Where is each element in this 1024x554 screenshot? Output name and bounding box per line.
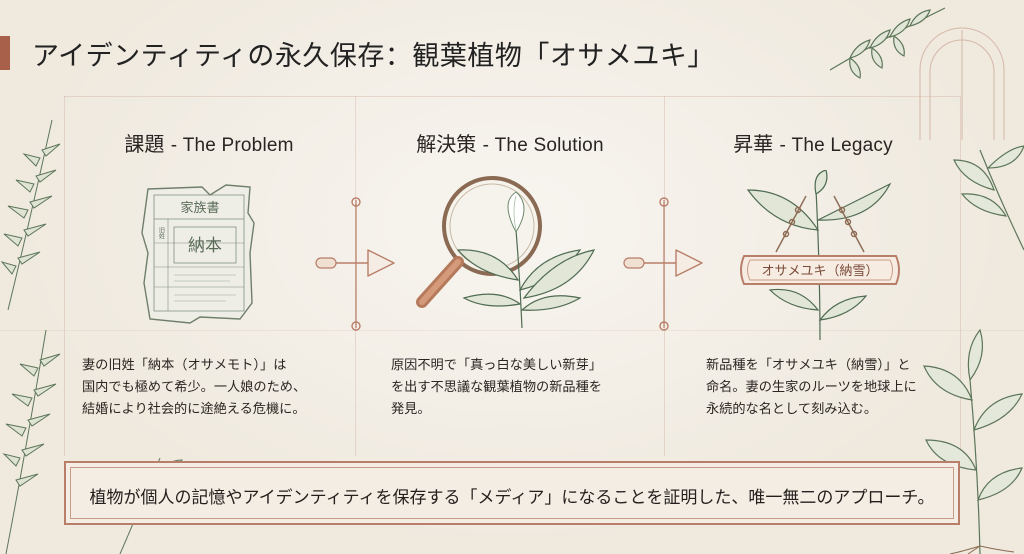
problem-heading-jp: 課題 [124, 132, 165, 156]
arrow-right-icon [315, 197, 395, 331]
conclusion-banner: 植物が個人の記憶やアイデンティティを保存する「メディア」になることを証明した、唯… [64, 461, 960, 525]
grid-line [64, 96, 960, 97]
legacy-heading-en: - The Legacy [779, 135, 893, 156]
arrow-right-icon [623, 197, 703, 331]
problem-body-line: 国内でも極めて希少。一人娘のため、 [82, 380, 307, 395]
problem-heading: 課題 - The Problem [104, 128, 314, 157]
document-title: 家族書 [180, 200, 219, 216]
fern-leaf-icon [829, 7, 946, 79]
legacy-heading: 昇華 - The Legacy [708, 128, 918, 157]
solution-heading: 解決策 - The Solution [400, 128, 620, 157]
page-title: アイデンティティの永久保存：観葉植物「オサメユキ」 [32, 41, 715, 72]
leaf-sprig-icon [953, 145, 1024, 251]
legacy-body-line: 新品種を「オサメユキ（納雪）」と [706, 358, 911, 373]
title-accent-bar [0, 36, 10, 70]
fern-leaf-icon [0, 119, 61, 310]
problem-body-line: 結婚により社会的に途絶える危機に。 [82, 402, 306, 417]
grid-line [0, 330, 1024, 331]
solution-body-line: を出す不思議な観葉植物の新品種を [391, 380, 602, 395]
legacy-body-line: 命名。妻の生家のルーツを地球上に [706, 380, 917, 395]
grid-line [960, 96, 961, 456]
problem-body-line: 妻の旧姓「納本（オサメモト）」は [82, 358, 287, 373]
magnifying-glass-sprout-icon [416, 176, 596, 329]
solution-heading-en: - The Solution [482, 135, 604, 156]
legacy-body: 新品種を「オサメユキ（納雪）」と 命名。妻の生家のルーツを地球上に 永続的な名と… [706, 355, 946, 421]
solution-body-line: 原因不明で「真っ白な美しい新芽」 [391, 358, 602, 373]
document-name: 納本 [188, 236, 222, 256]
solution-heading-jp: 解決策 [416, 132, 477, 156]
name-plate-text: オサメユキ（納雪） [761, 264, 878, 279]
problem-heading-en: - The Problem [170, 135, 294, 156]
solution-body: 原因不明で「真っ白な美しい新芽」 を出す不思議な観葉植物の新品種を 発見。 [391, 355, 631, 421]
document-label: 旧姓 [158, 227, 165, 240]
solution-body-line: 発見。 [391, 402, 431, 417]
legacy-heading-jp: 昇華 [733, 132, 774, 156]
arch-ornament-icon [919, 27, 1005, 140]
legacy-body-line: 永続的な名として刻み込む。 [706, 402, 878, 417]
plant-name-plate-icon: オサメユキ（納雪） [740, 170, 900, 340]
problem-body: 妻の旧姓「納本（オサメモト）」は 国内でも極めて希少。一人娘のため、 結婚により… [82, 355, 322, 421]
potted-plant-sprig-icon [923, 328, 1023, 554]
conclusion-text: 植物が個人の記憶やアイデンティティを保存する「メディア」になることを証明した、唯… [89, 488, 935, 508]
family-register-document-icon: 家族書 納本 旧姓 [141, 184, 255, 324]
fern-leaf-icon [2, 329, 61, 554]
grid-line [64, 96, 65, 456]
